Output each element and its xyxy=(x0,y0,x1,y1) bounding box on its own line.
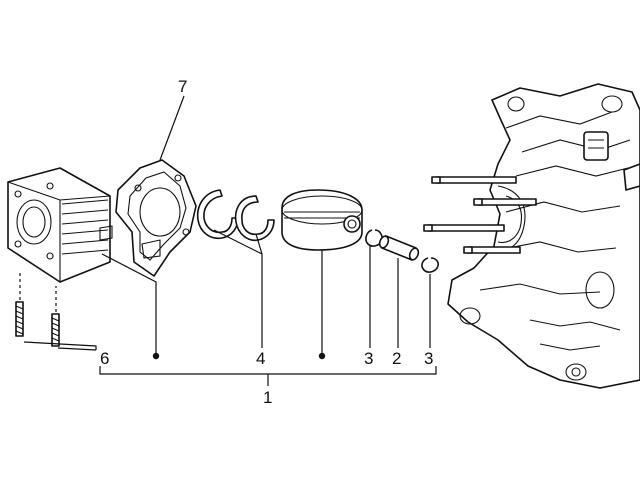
cylinder-studs xyxy=(15,272,60,347)
piston xyxy=(281,189,363,251)
callout-circlip-right: 3 xyxy=(424,349,433,368)
piston-rings xyxy=(196,189,275,242)
leader-lines xyxy=(23,95,437,386)
piston-pin xyxy=(378,235,420,261)
callout-circlip-left: 3 xyxy=(364,349,373,368)
crankcase xyxy=(447,83,640,389)
callout-head-gasket: 7 xyxy=(178,77,187,96)
leader-dot-cylinder xyxy=(152,352,160,360)
callout-assembly: 1 xyxy=(263,388,272,407)
head-gasket xyxy=(115,159,197,277)
callout-piston-pin: 2 xyxy=(392,349,401,368)
circlip-left xyxy=(365,229,383,247)
circlip-right xyxy=(421,257,439,273)
callout-piston-rings: 4 xyxy=(256,349,265,368)
callout-studs: 6 xyxy=(100,349,109,368)
leader-dot-piston xyxy=(318,352,326,360)
crankcase-studs xyxy=(423,176,537,254)
cylinder xyxy=(7,167,113,283)
